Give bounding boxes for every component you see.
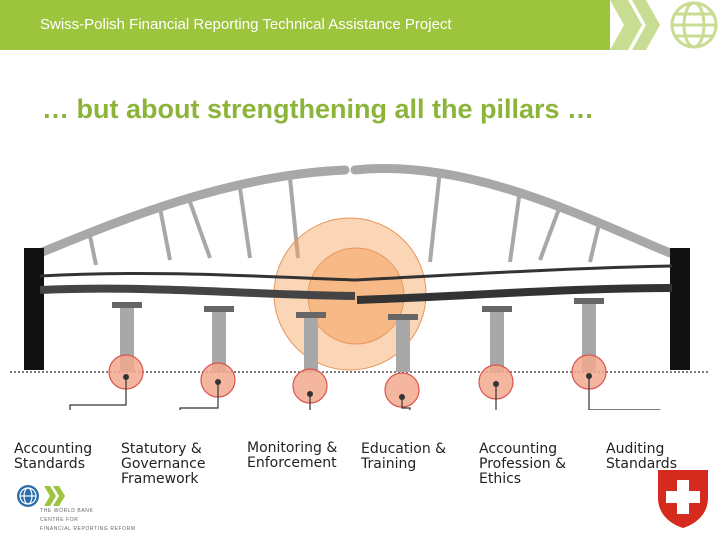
chevron-globe-logo [610, 0, 718, 50]
pillar-label-accounting-standards: Accounting Standards [14, 441, 93, 472]
pillar-marker-dots [123, 373, 592, 400]
deck-left [39, 284, 356, 300]
deck-rail [39, 264, 673, 282]
right-tower [670, 248, 690, 370]
chevron-icon [610, 0, 642, 50]
swiss-shield-icon [658, 470, 708, 528]
world-bank-line-3: FINANCIAL REPORTING REFORM [40, 526, 136, 532]
pillar-label-education-training: Education & Training [361, 441, 447, 472]
world-bank-emblem-icon [17, 485, 65, 507]
bridge-illustration [10, 164, 710, 410]
pillar-label-auditing-standards: Auditing Standards [606, 441, 677, 472]
leader-lines [69, 376, 661, 410]
pillar-label-accounting-profession: Accounting Profession & Ethics [479, 441, 567, 487]
deck-right [356, 284, 673, 304]
arch-right [350, 164, 675, 258]
world-bank-line-1: THE WORLD BANK [40, 508, 94, 514]
arch-left [35, 165, 350, 258]
header-bar: Swiss-Polish Financial Reporting Technic… [0, 0, 610, 50]
world-bank-logo: THE WORLD BANK CENTRE FOR FINANCIAL REPO… [10, 484, 170, 540]
pillar-label-monitoring-enforcement: Monitoring & Enforcement [247, 440, 338, 471]
world-bank-line-2: CENTRE FOR [40, 517, 79, 523]
left-tower [24, 248, 44, 370]
arch-struts [88, 169, 602, 266]
pillar-label-statutory-governance: Statutory & Governance Framework [121, 441, 206, 487]
slide-title: … but about strengthening all the pillar… [42, 94, 595, 124]
chevron-icon [632, 0, 660, 50]
header-title: Swiss-Polish Financial Reporting Technic… [40, 16, 452, 33]
header-logo-area [610, 0, 720, 50]
globe-icon [670, 1, 718, 49]
